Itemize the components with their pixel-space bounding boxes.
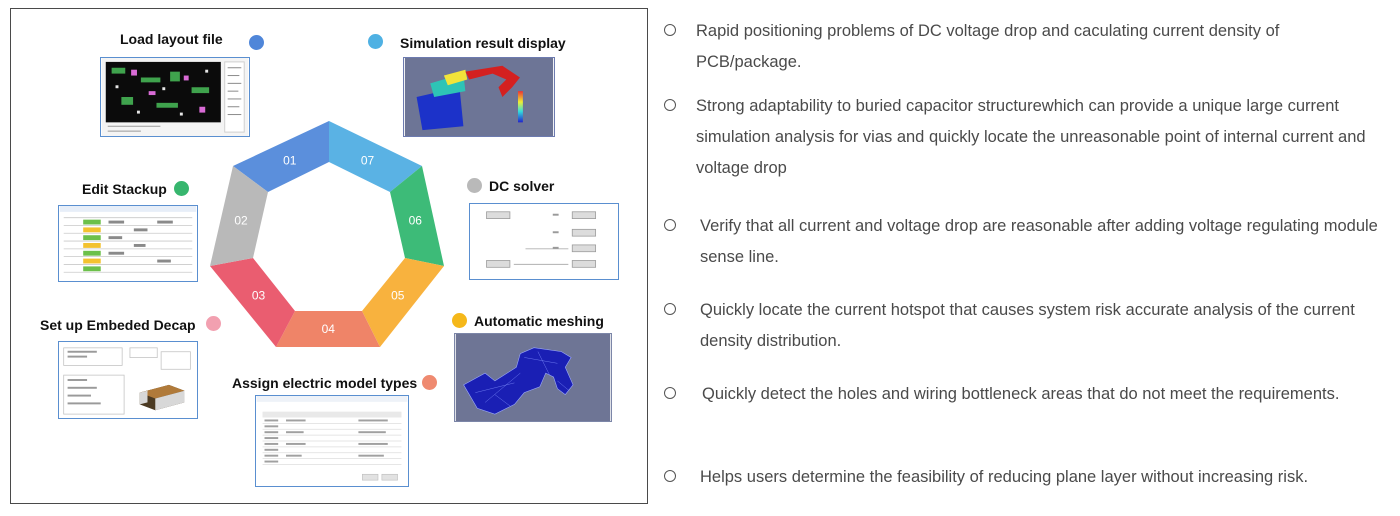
layout-file-thumbnail [100,57,250,137]
feature-bullet-text: Quickly detect the holes and wiring bott… [702,385,1340,403]
wheel-segment-number: 04 [322,322,336,336]
wheel-segment-number: 02 [234,214,248,228]
circle-bullet-icon [664,24,676,36]
wheel-segment-03 [210,258,295,347]
step-label-edit-stackup: Edit Stackup [82,181,167,197]
embeded-decap-thumbnail [58,341,198,419]
wheel-segment-05 [362,258,444,347]
step-dot-dc-solver [467,178,482,193]
step-dot-set-up-embeded-decap [206,316,221,331]
electric-model-types-thumbnail [255,395,409,487]
wheel-segment-04 [276,311,380,347]
workflow-panel: 01 07 06 05 04 03 02 Load layout file Simulati… [10,8,648,504]
wheel-segment-06 [390,166,444,266]
circle-bullet-icon [664,303,676,315]
step-dot-load-layout-file [249,35,264,50]
step-dot-simulation-result-display [368,34,383,49]
simulation-result-thumbnail [403,57,555,137]
step-label-automatic-meshing: Automatic meshing [474,313,604,329]
automatic-meshing-thumbnail [454,333,612,422]
feature-bullet-text: Quickly locate the current hotspot that … [700,301,1355,350]
circle-bullet-icon [664,470,676,482]
step-dot-edit-stackup [174,181,189,196]
wheel-segment-07 [329,121,422,192]
feature-bullet-text: Strong adaptability to buried capacitor … [696,97,1366,177]
step-dot-automatic-meshing [452,313,467,328]
wheel-segment-number: 06 [409,214,423,228]
workflow-heptagon: 01 07 06 05 04 03 02 [210,121,444,347]
wheel-segment-number: 01 [283,153,297,167]
dc-solver-thumbnail [469,203,619,280]
wheel-segment-02 [210,166,268,266]
wheel-segment-number: 07 [361,153,375,167]
wheel-segment-number: 03 [252,289,266,303]
step-label-simulation-result-display: Simulation result display [400,35,566,51]
step-label-set-up-embeded-decap: Set up Embeded Decap [40,317,196,333]
feature-bullet-text: Helps users determine the feasibility of… [700,468,1309,486]
step-label-dc-solver: DC solver [489,178,555,194]
feature-bullet-text: Verify that all current and voltage drop… [700,217,1378,266]
circle-bullet-icon [664,219,676,231]
step-label-assign-electric-model-types: Assign electric model types [232,375,418,391]
feature-bullet-text: Rapid positioning problems of DC voltage… [696,22,1280,71]
edit-stackup-thumbnail [58,205,198,282]
circle-bullet-icon [664,99,676,111]
wheel-segment-01 [233,121,329,192]
step-label-load-layout-file: Load layout file [120,31,223,47]
circle-bullet-icon [664,387,676,399]
step-dot-assign-electric-model-types [422,375,437,390]
wheel-segment-number: 05 [391,289,405,303]
